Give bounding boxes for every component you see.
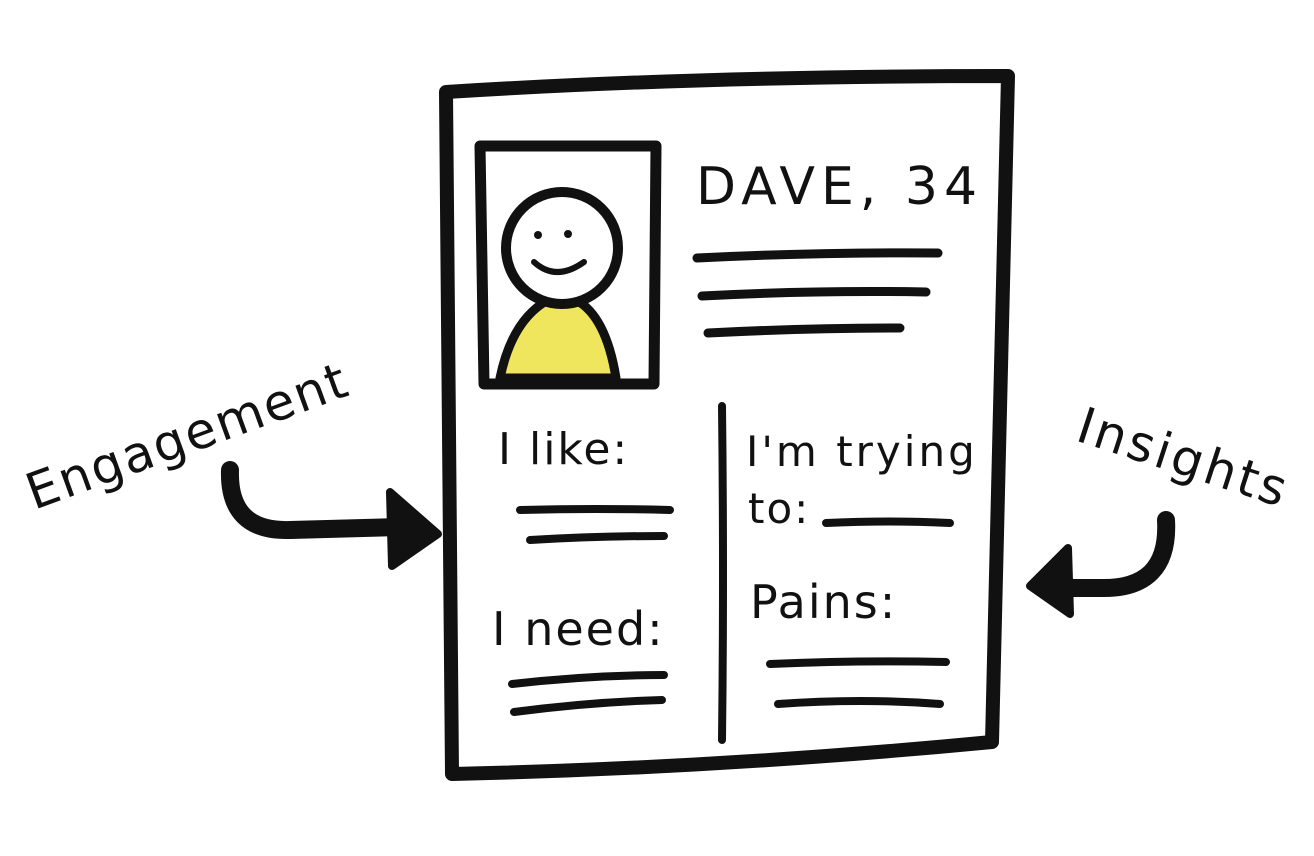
needs-line [508, 671, 668, 688]
description-line [703, 323, 905, 338]
smiley-person-icon [495, 187, 623, 383]
pains-line [774, 697, 944, 708]
person-right-eye [564, 230, 572, 238]
likes-lines [516, 505, 674, 544]
likes-line [526, 532, 668, 544]
curved-arrow-right-icon [220, 461, 442, 570]
persona-description-lines [692, 248, 943, 338]
needs-label: I need: [492, 602, 665, 656]
engagement-label: Engagement [18, 351, 356, 521]
likes-label: I like: [498, 424, 629, 475]
needs-lines [508, 671, 668, 716]
trying-label-line2: to: [748, 484, 810, 533]
insights-arrow-head [1026, 544, 1074, 618]
engagement-arrow-head [386, 488, 442, 570]
pains-label: Pains: [750, 575, 897, 629]
person-left-eye [534, 231, 542, 239]
engagement-arrow-shaft [220, 461, 409, 540]
description-line [697, 287, 931, 301]
description-line [692, 248, 943, 263]
trying-line [822, 517, 954, 527]
trying-label-line1: I'm trying [746, 427, 978, 476]
curved-arrow-left-icon [1026, 511, 1176, 618]
likes-line [516, 505, 674, 514]
needs-line [510, 696, 666, 716]
column-divider [718, 402, 727, 744]
person-head [501, 187, 623, 309]
pains-line [766, 657, 950, 668]
persona-name: DAVE, 34 [696, 157, 983, 217]
insights-arrow-shaft [1051, 511, 1176, 598]
pains-lines [766, 657, 950, 708]
person-smile [531, 259, 587, 275]
insights-label: Insights [1070, 396, 1297, 519]
portrait-frame [474, 140, 662, 390]
